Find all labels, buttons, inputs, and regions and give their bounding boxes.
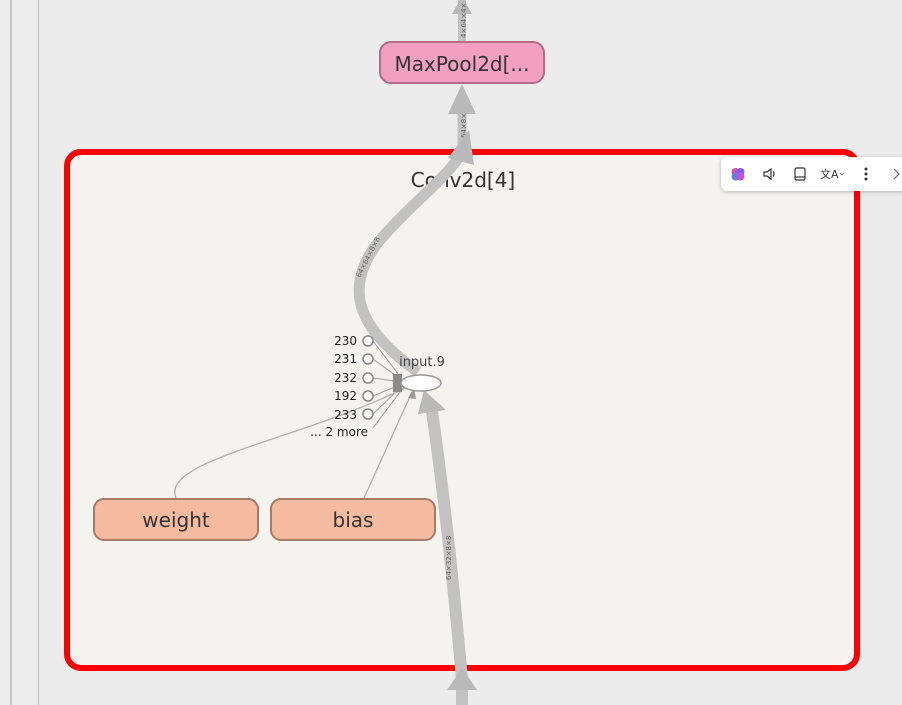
close-icon[interactable]	[881, 157, 902, 191]
left-rail	[0, 0, 39, 705]
conv2d-module-box[interactable]	[64, 149, 860, 671]
edge-pool-in-arrow	[448, 84, 476, 114]
svg-text:文A: 文A	[820, 167, 839, 181]
op-node-input-9[interactable]	[400, 374, 442, 392]
weight-node-label: weight	[142, 508, 210, 532]
maxpool-node[interactable]	[379, 41, 545, 84]
edge-label-conv-in: 64×32×8×8	[445, 536, 453, 580]
maxpool-node-label: MaxPool2d[...	[394, 52, 529, 76]
bias-node-label: bias	[333, 508, 374, 532]
speaker-icon[interactable]	[755, 157, 785, 191]
op-node-label: input.9	[399, 355, 445, 370]
edge-conv-in-arrow	[418, 390, 446, 414]
svg-text:231: 231	[334, 352, 357, 366]
input-node-192[interactable]: 192	[334, 389, 374, 403]
edge-top-arrow	[452, 0, 472, 14]
more-icon[interactable]	[851, 157, 881, 191]
edge-conv-out-arrow	[448, 130, 474, 165]
edge-label-pool-in: 64×8×	[460, 113, 468, 138]
svg-text:230: 230	[334, 334, 357, 348]
weight-node[interactable]	[93, 498, 259, 541]
edge-label-top: 4×64×4×	[460, 3, 468, 38]
input-node-231[interactable]: 231	[334, 352, 374, 366]
more-inputs-label[interactable]: ... 2 more	[310, 425, 368, 439]
bias-node[interactable]	[270, 498, 436, 541]
edge-bottom-arrow	[447, 668, 477, 690]
edge-bias	[363, 391, 413, 499]
svg-text:232: 232	[334, 371, 357, 385]
svg-text:233: 233	[334, 408, 357, 422]
input-node-233[interactable]: 233	[334, 408, 374, 422]
input-node-232[interactable]: 232	[334, 371, 374, 385]
edge-conv-in	[426, 411, 468, 705]
translate-icon[interactable]: 文A	[815, 157, 851, 191]
edge-conv-out	[353, 149, 467, 377]
svg-text:192: 192	[334, 389, 357, 403]
book-icon[interactable]	[785, 157, 815, 191]
op-port	[393, 374, 402, 392]
edge-weight	[174, 387, 406, 499]
floating-toolbar: 文A	[721, 157, 902, 191]
brain-icon[interactable]	[721, 157, 755, 191]
input-node-230[interactable]: 230	[334, 334, 374, 348]
